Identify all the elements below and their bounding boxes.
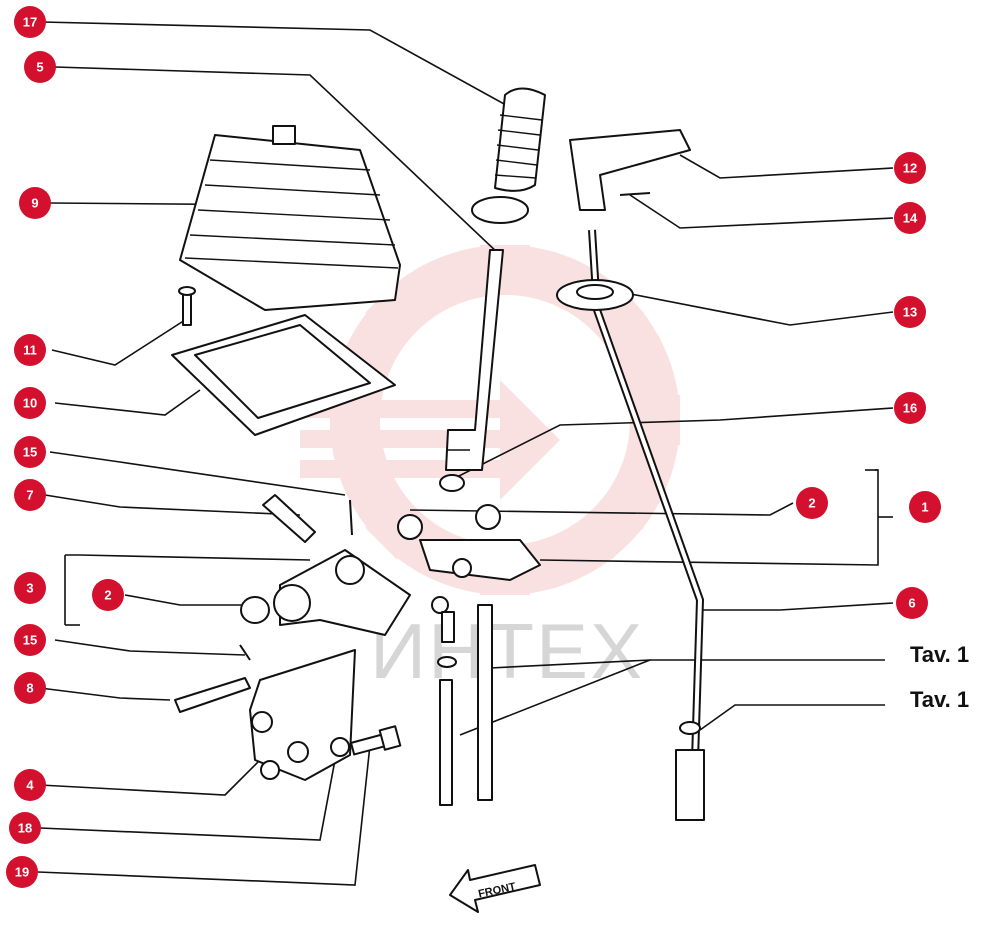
gear-lever-rod [445,249,504,471]
callout-12: 12 [894,152,926,184]
svg-text:18: 18 [18,821,32,836]
callout-10: 10 [14,387,46,419]
svg-text:17: 17 [23,15,37,30]
reverse-handle [569,129,691,211]
callout-5: 5 [24,51,56,83]
watermark-text: ИНТЕХ [370,607,644,695]
callout-9: 9 [19,187,51,219]
svg-text:19: 19 [15,865,29,880]
svg-text:8: 8 [26,681,33,696]
selector-bracket [273,549,411,636]
bolt [350,725,402,756]
screw [178,286,196,326]
callout-15-lower: 15 [14,624,46,656]
svg-text:15: 15 [23,445,37,460]
washer [330,737,350,757]
callout-2-left: 2 [92,579,124,611]
gear-knob [471,87,546,224]
svg-text:3: 3 [26,581,33,596]
linkage-bracket-right [397,504,541,581]
svg-text:6: 6 [908,596,915,611]
callout-14: 14 [894,202,926,234]
svg-text:12: 12 [903,161,917,176]
spring-pin-lower [239,644,251,661]
pivot-pin [262,494,316,543]
callout-7: 7 [14,479,46,511]
callout-8: 8 [14,672,46,704]
svg-text:1: 1 [921,500,928,515]
callout-15: 15 [14,436,46,468]
nut [439,474,465,492]
selector-rod [556,229,705,761]
pin [619,192,651,196]
svg-text:11: 11 [23,343,37,358]
table-ref-1: Tav. 1 [910,642,969,667]
callout-2-right: 2 [796,487,828,519]
long-pin [174,677,251,713]
bush [240,596,270,624]
svg-text:7: 7 [26,488,33,503]
rod-end-fitting [675,721,705,821]
svg-text:5: 5 [36,60,43,75]
base-plate [171,314,396,436]
svg-text:14: 14 [903,211,918,226]
svg-text:9: 9 [31,196,38,211]
spring-pin [349,499,353,536]
rubber-boot [179,125,401,311]
svg-text:13: 13 [903,305,917,320]
table-ref-2: Tav. 1 [910,687,969,712]
svg-text:2: 2 [104,588,111,603]
callout-18: 18 [9,812,41,844]
svg-text:16: 16 [903,401,917,416]
callout-11: 11 [14,334,46,366]
svg-text:15: 15 [23,633,37,648]
callout-17: 17 [14,6,46,38]
svg-text:4: 4 [26,778,34,793]
control-rods [431,596,493,806]
svg-text:10: 10 [23,396,37,411]
callout-6: 6 [896,587,928,619]
callout-16: 16 [894,392,926,424]
callout-1: 1 [909,491,941,523]
svg-text:2: 2 [808,496,815,511]
callout-3: 3 [14,572,46,604]
callout-13: 13 [894,296,926,328]
support-bracket [249,649,356,781]
front-direction-arrow: FRONT [449,864,541,913]
callout-19: 19 [6,856,38,888]
callout-4: 4 [14,769,46,801]
